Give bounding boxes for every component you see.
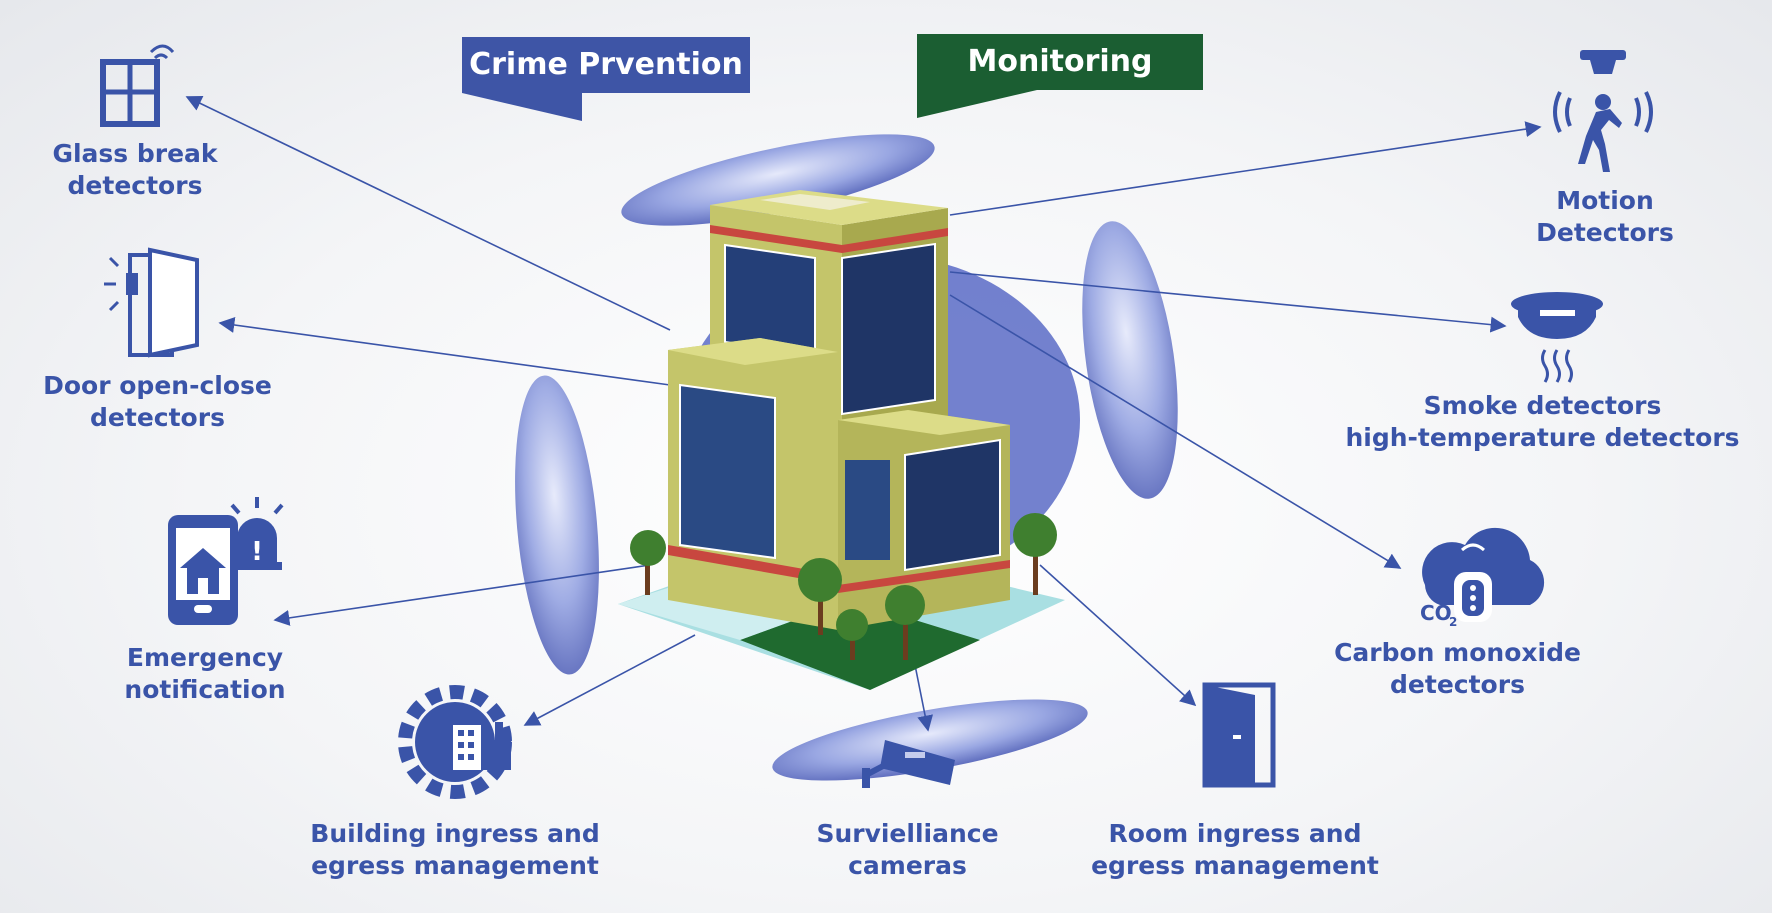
phone-alarm-icon: !	[168, 497, 284, 625]
door-icon	[1202, 682, 1276, 788]
lens-right	[1082, 221, 1178, 499]
svg-text:CO: CO	[1420, 601, 1452, 625]
building-ingress-label: Building ingress and egress management	[310, 819, 600, 880]
smoke-detector-icon	[1511, 292, 1603, 383]
connector-arrows	[185, 96, 1542, 732]
lens-left	[515, 375, 599, 675]
crime-prevention-title: Crime Prvention	[469, 47, 743, 82]
svg-text:!: !	[251, 537, 263, 567]
smoke-detectors-label: Smoke detectors high-temperature detecto…	[1345, 391, 1740, 452]
arrow-door-open-close	[218, 317, 671, 386]
crime-prevention-banner: Crime Prvention	[462, 37, 750, 93]
block-left-roof	[668, 338, 838, 365]
arrow-motion	[949, 121, 1542, 216]
arrow-smoke	[949, 271, 1507, 333]
carbon-monoxide-label: Carbon monoxide detectors	[1334, 638, 1581, 699]
surveillance-label: Survielliance cameras	[816, 819, 999, 880]
room-ingress-label: Room ingress and egress management	[1091, 819, 1379, 880]
monitoring-banner-tail	[917, 90, 1037, 118]
block-right-roof	[838, 410, 1010, 435]
block-left-stripe	[668, 545, 838, 585]
motion-sensor-icon	[1553, 50, 1653, 172]
lens-bottom	[772, 699, 1088, 781]
block-right-window	[904, 438, 1001, 572]
tower-window-right	[841, 242, 936, 416]
emergency-notification-label: Emergency notification	[124, 643, 286, 704]
arrow-room-ingress	[1039, 564, 1197, 707]
block-right-stripe	[838, 560, 1010, 593]
tower-window-left	[724, 243, 816, 357]
block-left-window	[679, 383, 776, 560]
tower-stripe	[710, 225, 948, 253]
block-small-windows	[845, 460, 890, 560]
window-wifi-icon	[100, 44, 175, 127]
svg-text:2: 2	[1449, 615, 1457, 629]
lens-top	[621, 134, 935, 226]
arrow-carbon-monoxide	[949, 294, 1402, 569]
glass-break-label: Glass break detectors	[52, 139, 218, 200]
motion-detectors-label: Motion Detectors	[1536, 186, 1674, 247]
gear-factory-icon	[398, 685, 512, 799]
arrow-emergency	[273, 564, 651, 626]
trees	[630, 513, 1057, 660]
door-open-close-label: Door open-close detectors	[43, 371, 272, 432]
monitoring-title: Monitoring	[967, 44, 1153, 79]
open-door-sensor-icon	[104, 247, 199, 358]
cloud-co2-sensor-icon: CO 2	[1420, 527, 1545, 629]
monitoring-banner: Monitoring	[917, 34, 1203, 90]
roof-box	[760, 194, 870, 210]
building-illustration	[618, 190, 1065, 690]
crime-prevention-banner-tail	[462, 93, 582, 121]
arrow-building-ingress	[523, 634, 696, 726]
arrow-glass-break	[185, 96, 671, 331]
security-camera-icon	[862, 740, 955, 788]
arrow-surveillance	[914, 664, 934, 732]
